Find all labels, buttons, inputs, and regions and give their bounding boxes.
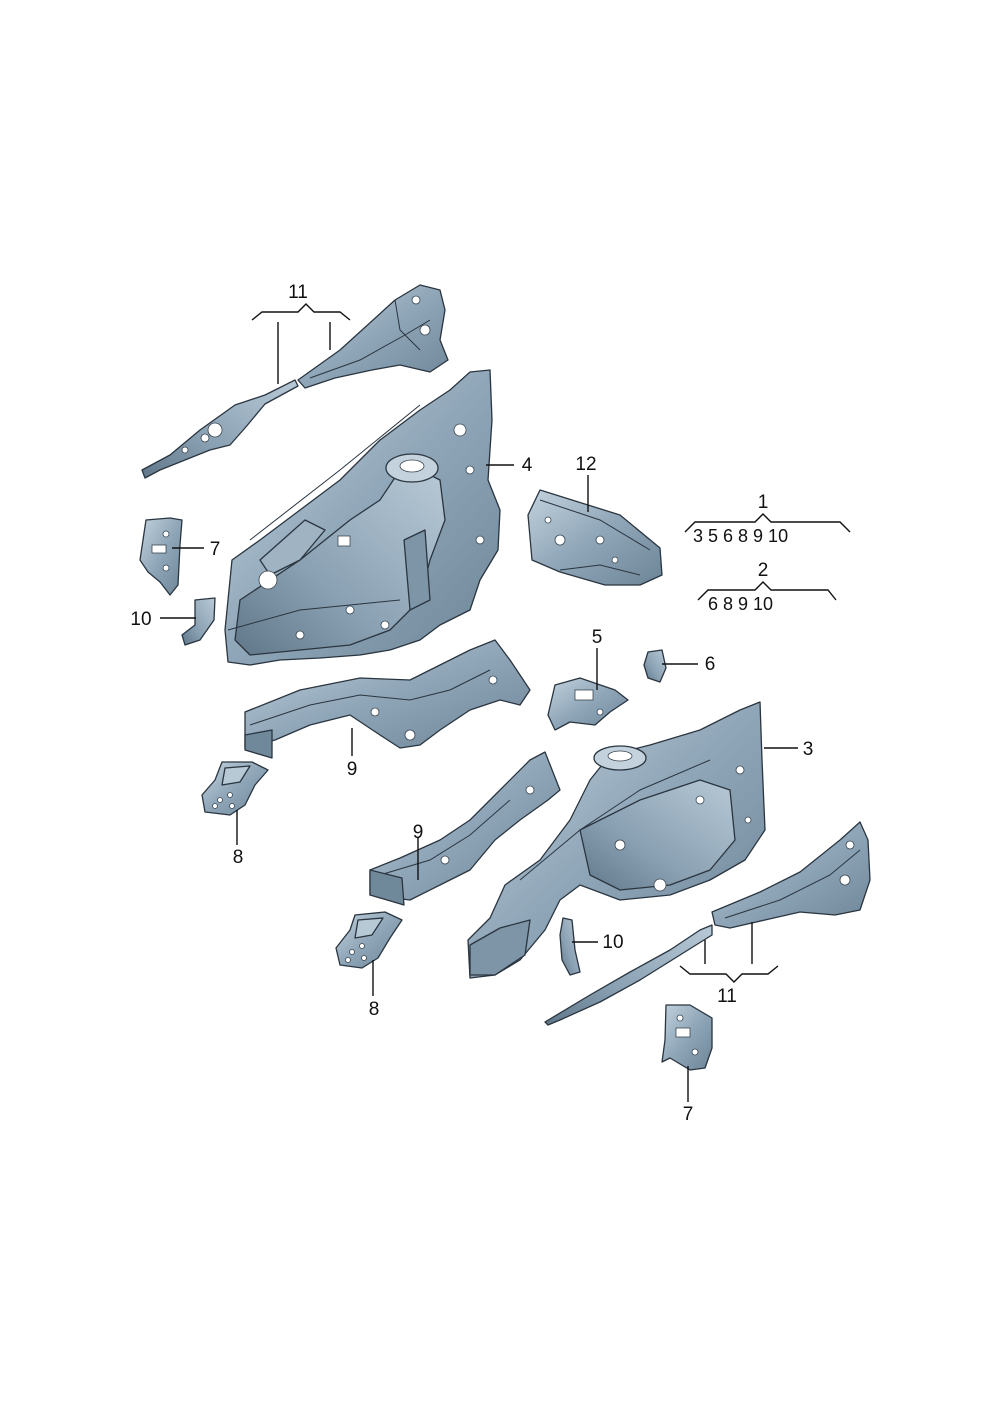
- callout-7-top: 7: [210, 539, 221, 560]
- callout-10-left: 10: [130, 609, 151, 630]
- callout-3: 3: [803, 739, 814, 760]
- part-8-plate-lower: [335, 911, 403, 969]
- part-7-bracket-bottom: [661, 1004, 713, 1071]
- part-11-lower-rail-top: [141, 379, 299, 479]
- part-7-bracket-top: [139, 517, 183, 596]
- part-9-longitudinal-upper: [244, 639, 531, 759]
- group-1-members: 3 5 6 8 9 10: [693, 526, 788, 546]
- part-5-bracket: [547, 677, 629, 731]
- part-10-bracket-left: [181, 597, 216, 646]
- part-8-plate-upper: [201, 761, 269, 816]
- callout-8-lower: 8: [369, 999, 380, 1020]
- callout-7-bottom: 7: [683, 1104, 694, 1125]
- callout-4: 4: [522, 455, 533, 476]
- part-6-bracket: [643, 649, 667, 683]
- part-10-bracket-mid: [559, 917, 581, 976]
- callout-9-lower: 9: [413, 822, 424, 843]
- group-1-label: 1: [758, 492, 769, 513]
- part-11-lower-rail-bottom: [544, 924, 713, 1026]
- callout-12: 12: [575, 454, 596, 475]
- part-12-panel: [527, 489, 663, 586]
- part-4-wheelhouse-left: [224, 369, 501, 666]
- part-3-wheelhouse-right: [467, 701, 766, 979]
- part-11-upper-rail-top: [297, 284, 449, 389]
- group-2-members: 6 8 9 10: [708, 594, 773, 614]
- group-2-label: 2: [758, 560, 769, 581]
- callout-5: 5: [592, 627, 603, 648]
- callout-10-mid: 10: [602, 932, 623, 953]
- leader-lines: [160, 303, 851, 1102]
- callout-8-upper: 8: [233, 847, 244, 868]
- part-11-upper-rail-bottom: [711, 821, 871, 929]
- callout-6: 6: [705, 654, 716, 675]
- callout-11-top: 11: [288, 282, 308, 303]
- callout-9-upper: 9: [347, 759, 358, 780]
- callout-11-bottom: 11: [717, 986, 737, 1007]
